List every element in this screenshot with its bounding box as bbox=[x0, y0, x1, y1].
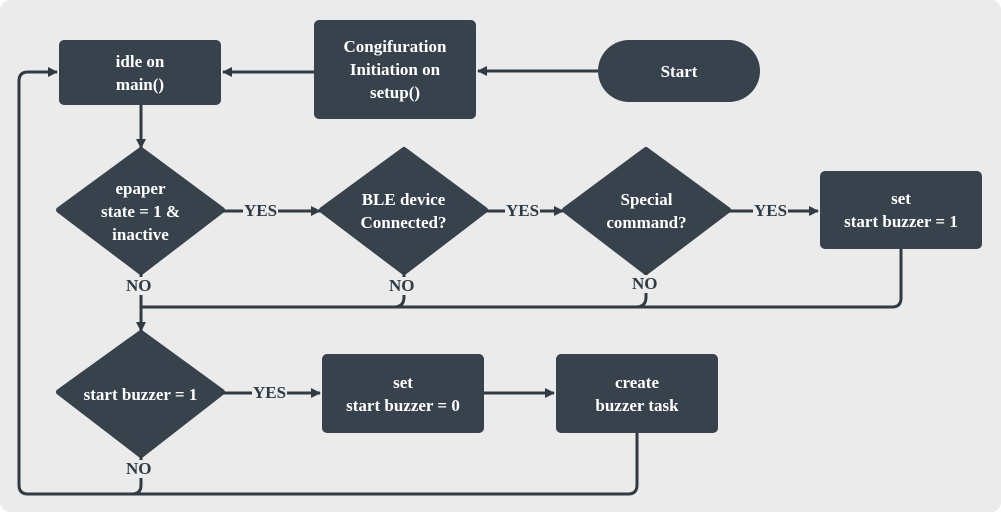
set-buzzer-zero-label: set start buzzer = 0 bbox=[346, 372, 460, 415]
yes-label-special: YES bbox=[753, 201, 789, 220]
loop-back-arrow bbox=[17, 67, 639, 496]
no-label-check-buzzer: NO bbox=[125, 459, 153, 478]
start-terminal: Start bbox=[598, 40, 760, 102]
yes-label-epaper: YES bbox=[243, 201, 279, 220]
ble-no-line bbox=[393, 272, 406, 309]
set-one-return-line bbox=[141, 249, 903, 309]
epaper-decision: epaper state = 1 & inactive bbox=[59, 150, 222, 272]
config-label: Congifuration Initiation on setup() bbox=[343, 37, 447, 102]
create-task-shape bbox=[556, 354, 718, 433]
no-label-special: NO bbox=[631, 274, 659, 293]
check-buzzer-label: start buzzer = 1 bbox=[83, 384, 198, 404]
create-task-process: create buzzer task bbox=[556, 354, 718, 433]
set-buzzer-one-process: set start buzzer = 1 bbox=[820, 171, 982, 249]
no-label-epaper: NO bbox=[125, 276, 153, 295]
idle-label: idle on main() bbox=[115, 51, 165, 94]
config-process: Congifuration Initiation on setup() bbox=[314, 20, 476, 119]
special-label: Special command? bbox=[606, 190, 687, 232]
epaper-label: epaper state = 1 & inactive bbox=[100, 178, 181, 244]
start-label: Start bbox=[660, 61, 698, 81]
set-buzzer-zero-process: set start buzzer = 0 bbox=[322, 354, 484, 433]
special-decision: Special command? bbox=[565, 150, 728, 272]
check-buzzer-decision: start buzzer = 1 bbox=[59, 333, 222, 455]
idle-process-shape bbox=[59, 40, 221, 105]
check-buzzer-no-line bbox=[131, 455, 143, 496]
yes-label-check-buzzer: YES bbox=[252, 383, 288, 402]
start-terminal-shape bbox=[598, 40, 760, 102]
special-no-line bbox=[635, 272, 648, 309]
set-buzzer-zero-shape bbox=[322, 354, 484, 433]
ble-decision: BLE device Connected? bbox=[322, 150, 485, 272]
ble-label: BLE device Connected? bbox=[360, 190, 447, 232]
no-label-ble: NO bbox=[388, 276, 416, 295]
set-buzzer-one-shape bbox=[820, 171, 982, 249]
config-process-shape bbox=[314, 20, 476, 119]
set-buzzer-one-label: set start buzzer = 1 bbox=[844, 189, 958, 231]
idle-process: idle on main() bbox=[59, 40, 221, 105]
create-task-label: create buzzer task bbox=[595, 372, 679, 415]
yes-label-ble: YES bbox=[505, 201, 541, 220]
